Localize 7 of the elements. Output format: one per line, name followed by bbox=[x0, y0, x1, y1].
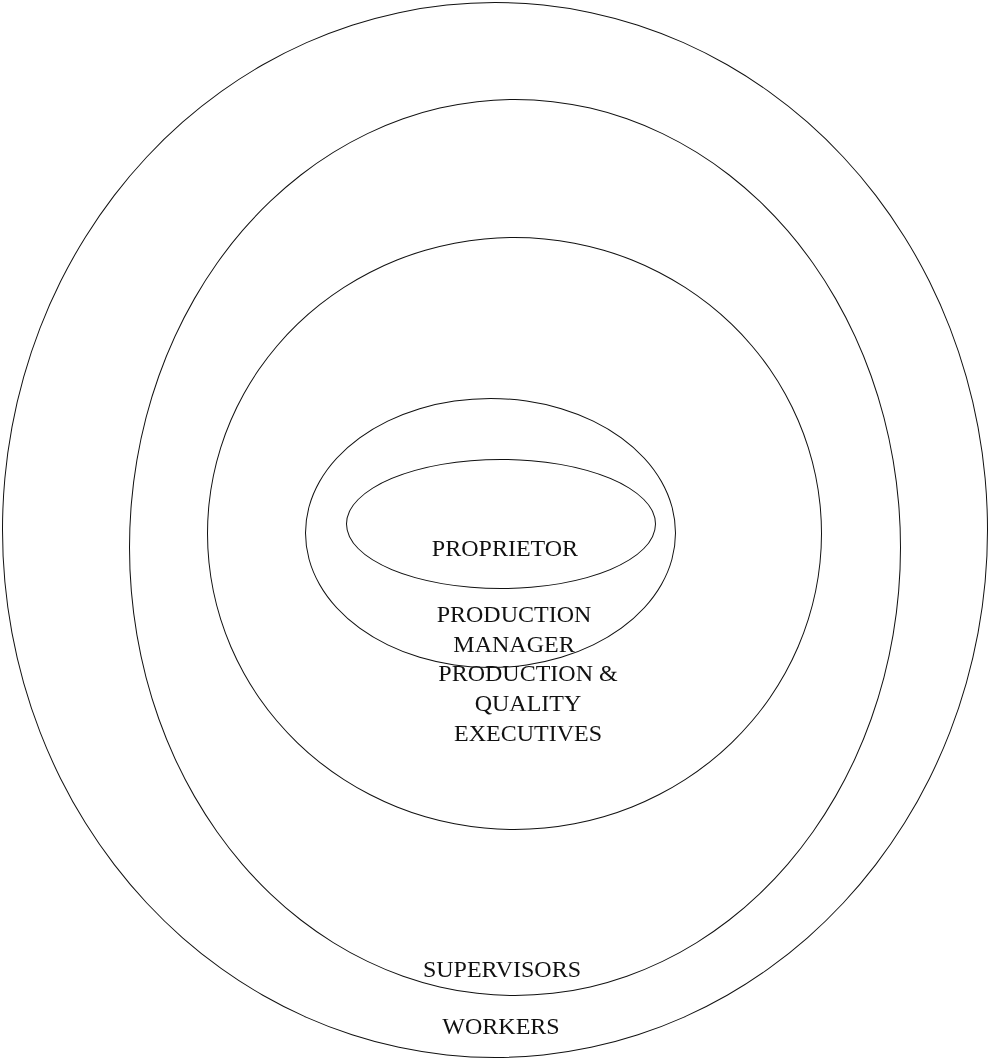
ellipse bbox=[129, 99, 901, 996]
level-label: WORKERS bbox=[441, 1012, 561, 1041]
level-label: SUPERVISORS bbox=[421, 955, 583, 984]
level-label: PRODUCTION & QUALITY EXECUTIVES bbox=[437, 659, 619, 748]
level-label: PRODUCTION MANAGER bbox=[435, 600, 593, 659]
level-label: PROPRIETOR bbox=[430, 534, 580, 563]
ellipse bbox=[207, 237, 822, 830]
